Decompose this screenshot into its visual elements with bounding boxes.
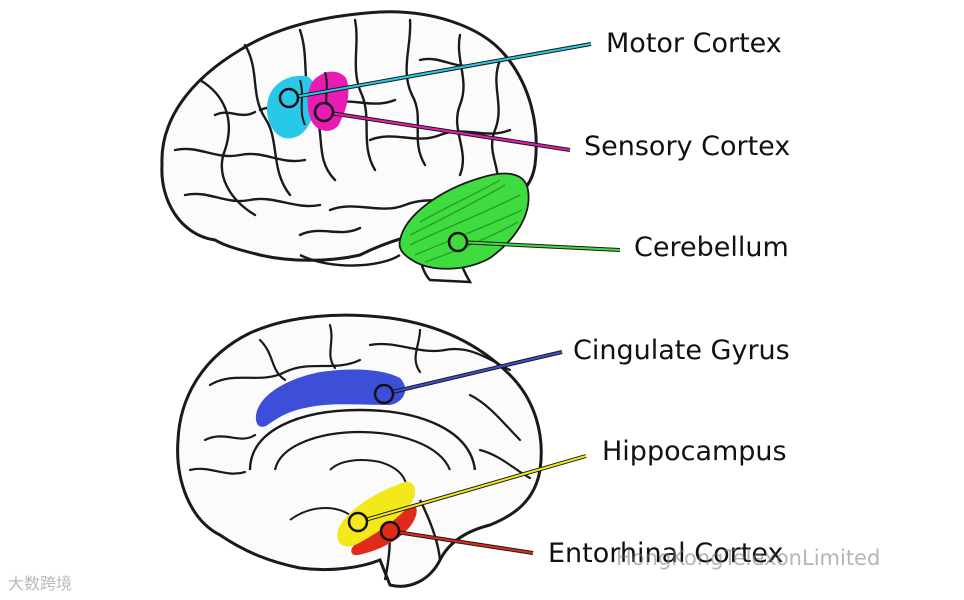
watermark-left: 大数跨境 — [8, 574, 73, 593]
cerebellum-marker — [447, 231, 469, 253]
medial-brain — [176, 313, 543, 588]
entorhinal-marker — [379, 520, 401, 542]
watermark-right: HongKongTelexonLimited — [616, 546, 881, 570]
sensory-cortex-label: Sensory Cortex — [584, 131, 791, 162]
cingulate-gyrus-region — [255, 369, 406, 427]
cingulate-marker — [373, 383, 395, 405]
motor-marker — [278, 87, 300, 109]
motor-cortex-label: Motor Cortex — [606, 28, 782, 59]
leader-lines — [278, 42, 621, 555]
hippocampus-label: Hippocampus — [602, 436, 787, 467]
cingulate-gyrus-label: Cingulate Gyrus — [573, 335, 790, 366]
entorhinal-cortex-label: Entorhinal Cortex — [548, 538, 784, 569]
medial-brain-outline — [176, 313, 543, 588]
hippocampus-marker — [347, 511, 369, 533]
sensory-marker — [313, 101, 335, 123]
cerebellum-label: Cerebellum — [634, 232, 789, 263]
